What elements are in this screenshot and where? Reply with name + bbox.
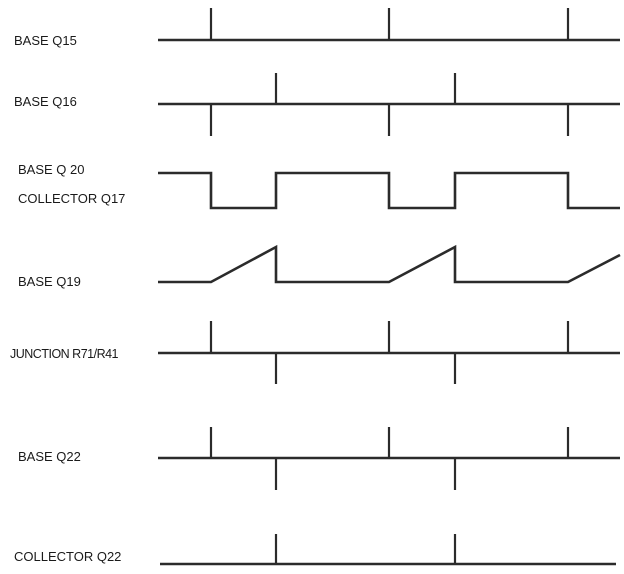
trace-square-wave: [158, 171, 620, 210]
trace-base-q16: [158, 73, 620, 136]
trace-collector-q22: [160, 534, 616, 566]
trace-base-q19: [158, 244, 621, 284]
label-base-q22: BASE Q22: [18, 449, 81, 464]
label-collector-q17: COLLECTOR Q17: [18, 191, 125, 206]
trace-base-q15: [158, 8, 620, 42]
label-collector-q22: COLLECTOR Q22: [14, 549, 121, 564]
trace-base-q22: [158, 427, 620, 490]
label-base-q15: BASE Q15: [14, 33, 77, 48]
trace-junction-r71-r41: [158, 321, 620, 384]
label-junction-r71-r41: JUNCTION R71/R41: [10, 347, 119, 361]
square-wave: [158, 171, 620, 210]
label-base-q19: BASE Q19: [18, 274, 81, 289]
label-base-q20: BASE Q 20: [18, 162, 84, 177]
ramp-wave: [158, 244, 621, 284]
label-base-q16: BASE Q16: [14, 94, 77, 109]
